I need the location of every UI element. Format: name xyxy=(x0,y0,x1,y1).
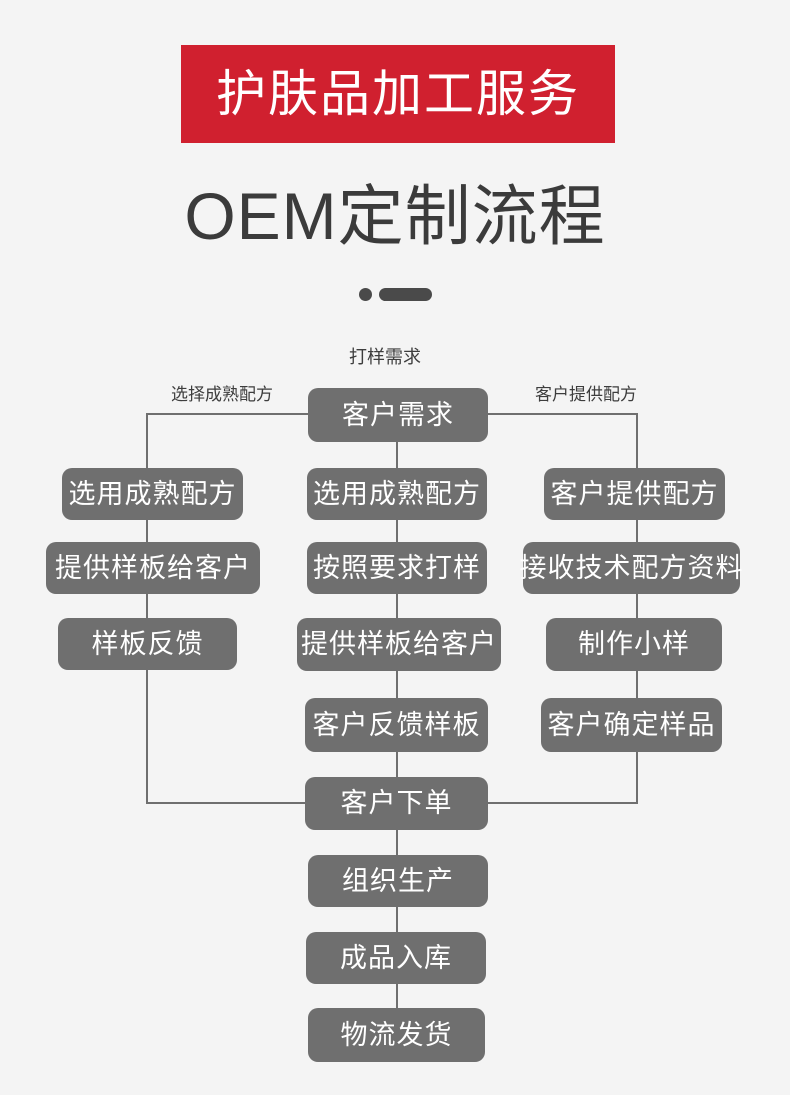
flow-node-trunk-1[interactable]: 客户下单 xyxy=(305,777,488,830)
flow-node-trunk-3[interactable]: 成品入库 xyxy=(306,932,486,984)
page-title: OEM定制流程 xyxy=(184,179,606,253)
flow-node-right-2[interactable]: 接收技术配方资料 xyxy=(520,542,743,594)
edge-label-center: 打样需求 xyxy=(349,347,421,367)
banner-title: 护肤品加工服务 xyxy=(216,66,580,122)
divider-bar-icon xyxy=(378,288,432,301)
flow-node-root[interactable]: 客户需求 xyxy=(308,388,488,442)
flow-node-right-4[interactable]: 客户确定样品 xyxy=(541,698,722,752)
service-banner: 护肤品加工服务 xyxy=(181,45,615,143)
edge-label-right: 客户提供配方 xyxy=(535,385,637,404)
flow-node-trunk-4[interactable]: 物流发货 xyxy=(308,1008,485,1062)
flow-node-center-1[interactable]: 选用成熟配方 xyxy=(307,468,487,520)
edge-label-left: 选择成熟配方 xyxy=(171,385,273,404)
flow-node-center-3[interactable]: 提供样板给客户 xyxy=(297,618,501,671)
flow-node-center-4[interactable]: 客户反馈样板 xyxy=(305,698,488,752)
flow-node-right-3[interactable]: 制作小样 xyxy=(546,618,722,671)
divider-dot-icon xyxy=(358,288,372,301)
flow-node-left-2[interactable]: 提供样板给客户 xyxy=(46,542,260,594)
flow-node-center-2[interactable]: 按照要求打样 xyxy=(307,542,487,594)
flow-node-left-3[interactable]: 样板反馈 xyxy=(58,618,237,670)
flow-node-left-1[interactable]: 选用成熟配方 xyxy=(62,468,243,520)
flow-node-right-1[interactable]: 客户提供配方 xyxy=(544,468,725,520)
title-divider xyxy=(0,288,790,301)
flow-node-trunk-2[interactable]: 组织生产 xyxy=(308,855,488,907)
